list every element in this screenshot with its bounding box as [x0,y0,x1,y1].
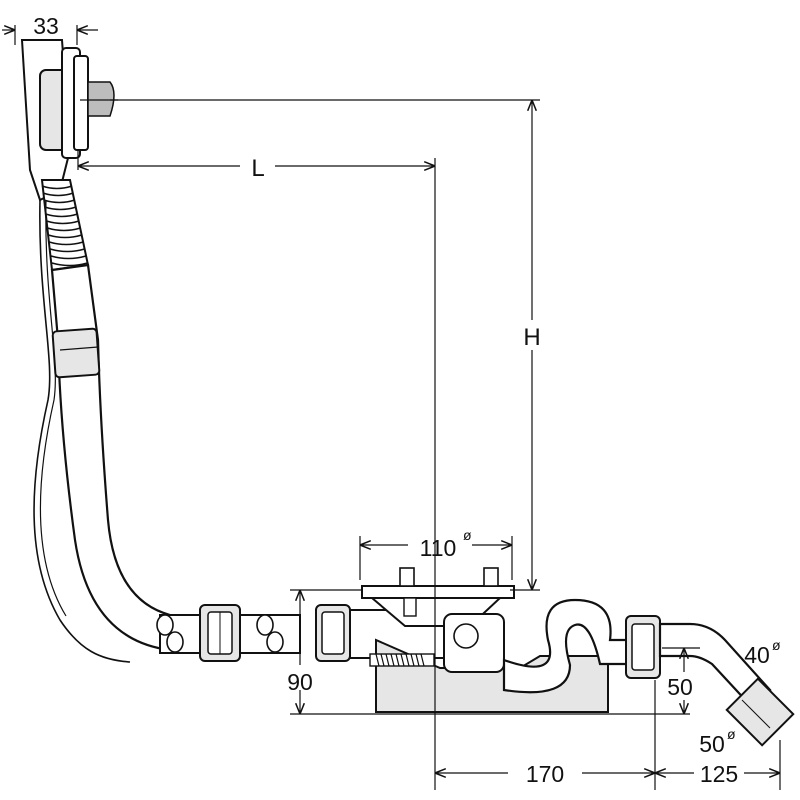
spring-coil [395,653,400,667]
diameter-symbol: ø [772,637,781,653]
spring-coil [405,653,410,667]
spring-coil [385,653,390,667]
dim-label-height: H [523,324,540,351]
spring-coil [410,653,415,667]
hose-rib [49,248,85,253]
overflow-head [20,39,118,202]
hose-rib [51,262,88,267]
dim-label-170: 170 [526,761,564,787]
spring-coil [420,653,425,667]
hose-rib [42,192,74,197]
dim-value-110: 110 [420,535,457,561]
hose-rib [44,206,77,211]
spring-coil [400,653,405,667]
hose-rib [45,213,78,218]
connecting-pipe [156,604,351,662]
overflow-pipe [50,263,172,652]
drain-body [349,567,609,713]
hose-rib [50,255,87,260]
hose-rib [41,185,73,190]
dim-label-50-diameter: 50 ø [699,726,736,757]
dim-value-50: 50 [699,731,725,757]
spring-coil [375,653,380,667]
spring-coil [390,653,395,667]
dim-value-40: 40 [744,642,770,668]
dim-label-50-height: 50 [667,674,693,700]
dim-label-40: 40 ø [744,637,781,668]
hose-rib [48,241,84,246]
spring-coil [380,653,385,667]
dim-label-90: 90 [287,669,313,695]
hose-rib [46,220,80,225]
dim-label-110: 110 ø [420,527,472,561]
dim-label-length: L [251,155,264,182]
diameter-symbol: ø [727,726,736,742]
bowden-cable [33,199,131,663]
dim-label-125: 125 [700,761,738,787]
diameter-symbol: ø [463,527,472,543]
hose-rib [47,227,81,232]
outlet-pipe [502,598,795,747]
overflow-hose-corrugated [40,179,90,272]
spring-coil [415,653,420,667]
dimension-lines [2,25,781,790]
dim-label-33: 33 [33,13,59,39]
hose-rib [48,234,83,239]
